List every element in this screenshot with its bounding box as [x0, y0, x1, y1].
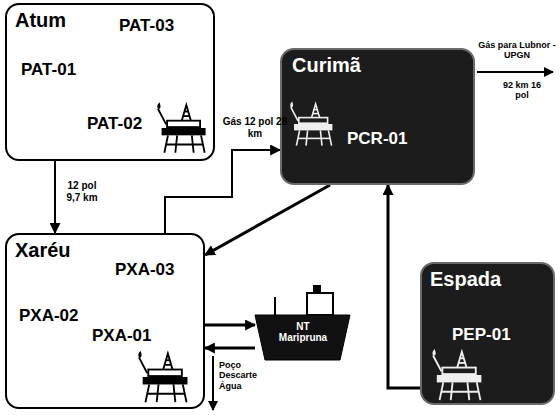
pipeline-connector [205, 347, 255, 350]
platform-name: PAT-03 [119, 17, 174, 36]
field-name: Xaréu [15, 239, 71, 261]
platform-name: PXA-01 [92, 327, 152, 346]
platform-icon [290, 102, 332, 146]
pipe-spec: 92 km 16 pol [500, 80, 544, 101]
gas-export-arrow [477, 71, 553, 73]
platform-icon [157, 102, 205, 152]
water-discharge-arrow [212, 356, 214, 410]
field-box: Atum PAT-03PAT-01PAT-02 [5, 3, 215, 161]
platform-icon [432, 349, 481, 400]
destination-note: Gás para Lubnor - UPGN [476, 40, 558, 61]
pipeline-connector [54, 161, 56, 233]
pipe-spec: 12 pol 9,7 km [62, 180, 102, 203]
platform-name: PEP-01 [452, 326, 511, 345]
field-box: CurimãPCR-01 [280, 48, 475, 185]
pipeline-connector [165, 150, 280, 233]
field-box: XaréuPXA-03PXA-02PXA-01 [5, 233, 205, 409]
ship-name: NT Maripruna [276, 321, 330, 343]
pipeline-connector [388, 185, 420, 388]
field-name: Curimã [292, 54, 361, 76]
platform-name: PAT-02 [87, 115, 142, 134]
pipeline-connector [205, 185, 330, 255]
platform-name: PAT-01 [21, 61, 76, 80]
ship-shape: NT Maripruna [255, 285, 350, 360]
field-box: EspadaPEP-01 [420, 262, 555, 405]
platform-name: PCR-01 [347, 130, 407, 149]
pipeline-connector [205, 324, 255, 327]
field-name: Atum [15, 9, 66, 31]
discharge-note: Poço Descarte Água [219, 360, 267, 391]
platform-name: PXA-03 [115, 261, 175, 280]
platform-name: PXA-02 [19, 307, 79, 326]
field-name: Espada [430, 268, 501, 290]
platform-icon [138, 351, 187, 402]
pipe-spec: Gás 12 pol 28 km [222, 116, 288, 139]
